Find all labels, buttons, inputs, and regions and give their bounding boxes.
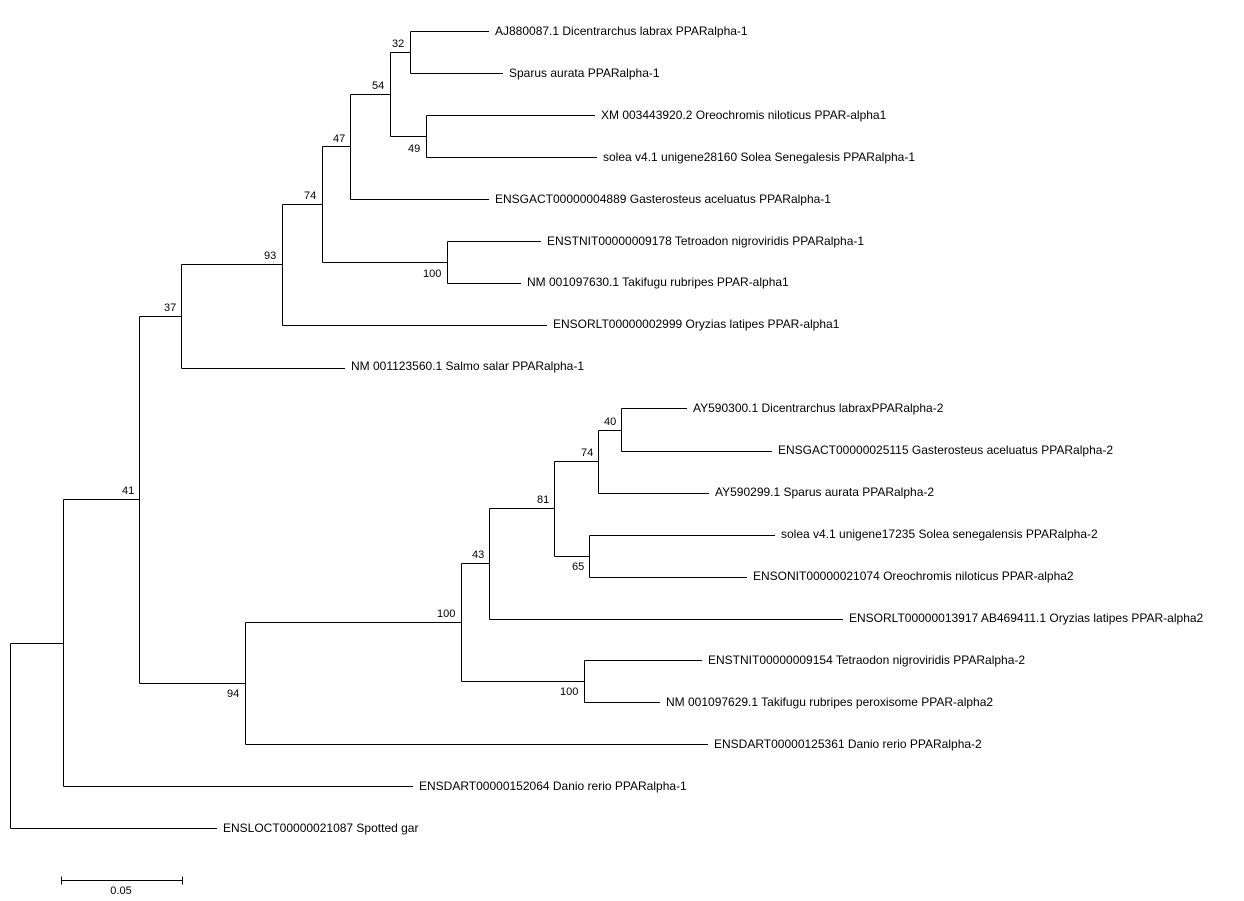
branch	[589, 535, 775, 578]
bootstrap-values: 32 54 49 47 74 100 93 37 40 74 81 65 43 …	[122, 38, 616, 700]
leaf-label: AY590300.1 Dicentrarchus labraxPPARalpha…	[693, 401, 944, 415]
scale-bar-line	[61, 876, 183, 885]
branch	[447, 241, 541, 284]
leaf-label: ENSORLT00000002999 Oryzias latipes PPAR-…	[553, 317, 840, 331]
bootstrap-value: 100	[437, 608, 455, 620]
scale-bar-label: 0.05	[110, 885, 131, 897]
leaf-label: ENSONIT00000021074 Oreochromis niloticus…	[753, 569, 1074, 583]
branch	[282, 204, 547, 326]
bootstrap-value: 43	[472, 549, 484, 561]
bootstrap-value: 49	[408, 143, 420, 155]
leaf-label: NM 001097630.1 Takifugu rubripes PPAR-al…	[527, 275, 789, 289]
leaf-label: ENSTNIT00000009154 Tetraodon nigroviridi…	[708, 653, 1025, 667]
branch	[245, 622, 708, 745]
branch	[584, 660, 702, 703]
leaf-label: XM 003443920.2 Oreochromis niloticus PPA…	[601, 108, 887, 122]
leaf-label: ENSORLT00000013917 AB469411.1 Oryzias la…	[849, 611, 1204, 625]
leaf-label: NM 001123560.1 Salmo salar PPARalpha-1	[351, 359, 584, 373]
branch	[10, 643, 217, 829]
bootstrap-value: 37	[164, 302, 176, 314]
bootstrap-value: 40	[604, 416, 616, 428]
branch	[426, 115, 597, 158]
branch	[410, 31, 503, 74]
branch	[461, 563, 584, 682]
bootstrap-value: 41	[122, 485, 134, 497]
leaf-label: ENSTNIT00000009178 Tetroadon nigroviridi…	[547, 234, 864, 248]
branch	[489, 508, 843, 620]
bootstrap-value: 74	[304, 190, 316, 202]
branch	[139, 316, 245, 684]
bootstrap-value: 94	[227, 688, 239, 700]
branch	[554, 461, 598, 557]
branch	[350, 94, 489, 200]
bootstrap-value: 93	[264, 250, 276, 262]
leaf-label: solea v4.1 unigene17235 Solea senegalens…	[781, 527, 1098, 541]
branch	[63, 499, 413, 787]
branch	[621, 408, 772, 452]
scale-bar: 0.05	[61, 876, 183, 897]
bootstrap-value: 65	[572, 561, 584, 573]
bootstrap-value: 81	[537, 494, 549, 506]
bootstrap-value: 100	[560, 686, 578, 698]
leaf-label: ENSDART00000125361 Danio rerio PPARalpha…	[714, 737, 982, 751]
tree-branches	[10, 31, 843, 829]
bootstrap-value: 47	[333, 133, 345, 145]
bootstrap-value: 54	[372, 80, 384, 92]
bootstrap-value: 32	[392, 38, 404, 50]
leaf-label: Sparus aurata PPARalpha-1	[509, 66, 660, 80]
bootstrap-value: 74	[581, 447, 593, 459]
leaf-label: AJ880087.1 Dicentrarchus labrax PPARalph…	[495, 24, 748, 38]
leaf-labels: AJ880087.1 Dicentrarchus labrax PPARalph…	[223, 24, 1204, 835]
leaf-label: ENSDART00000152064 Danio rerio PPARalpha…	[419, 779, 687, 793]
leaf-label: solea v4.1 unigene28160 Solea Senegalesi…	[603, 150, 915, 164]
bootstrap-value: 100	[423, 268, 441, 280]
branch	[322, 146, 447, 263]
leaf-label: NM 001097629.1 Takifugu rubripes peroxis…	[666, 695, 993, 709]
branch	[598, 430, 709, 494]
branch	[390, 52, 426, 137]
leaf-label: ENSGACT00000004889 Gasterosteus aceluatu…	[495, 192, 831, 206]
leaf-label: AY590299.1 Sparus aurata PPARalpha-2	[715, 485, 934, 499]
leaf-label: ENSLOCT00000021087 Spotted gar	[223, 821, 418, 835]
leaf-label: ENSGACT00000025115 Gasterosteus aceluatu…	[778, 443, 1113, 457]
branch	[181, 264, 345, 369]
